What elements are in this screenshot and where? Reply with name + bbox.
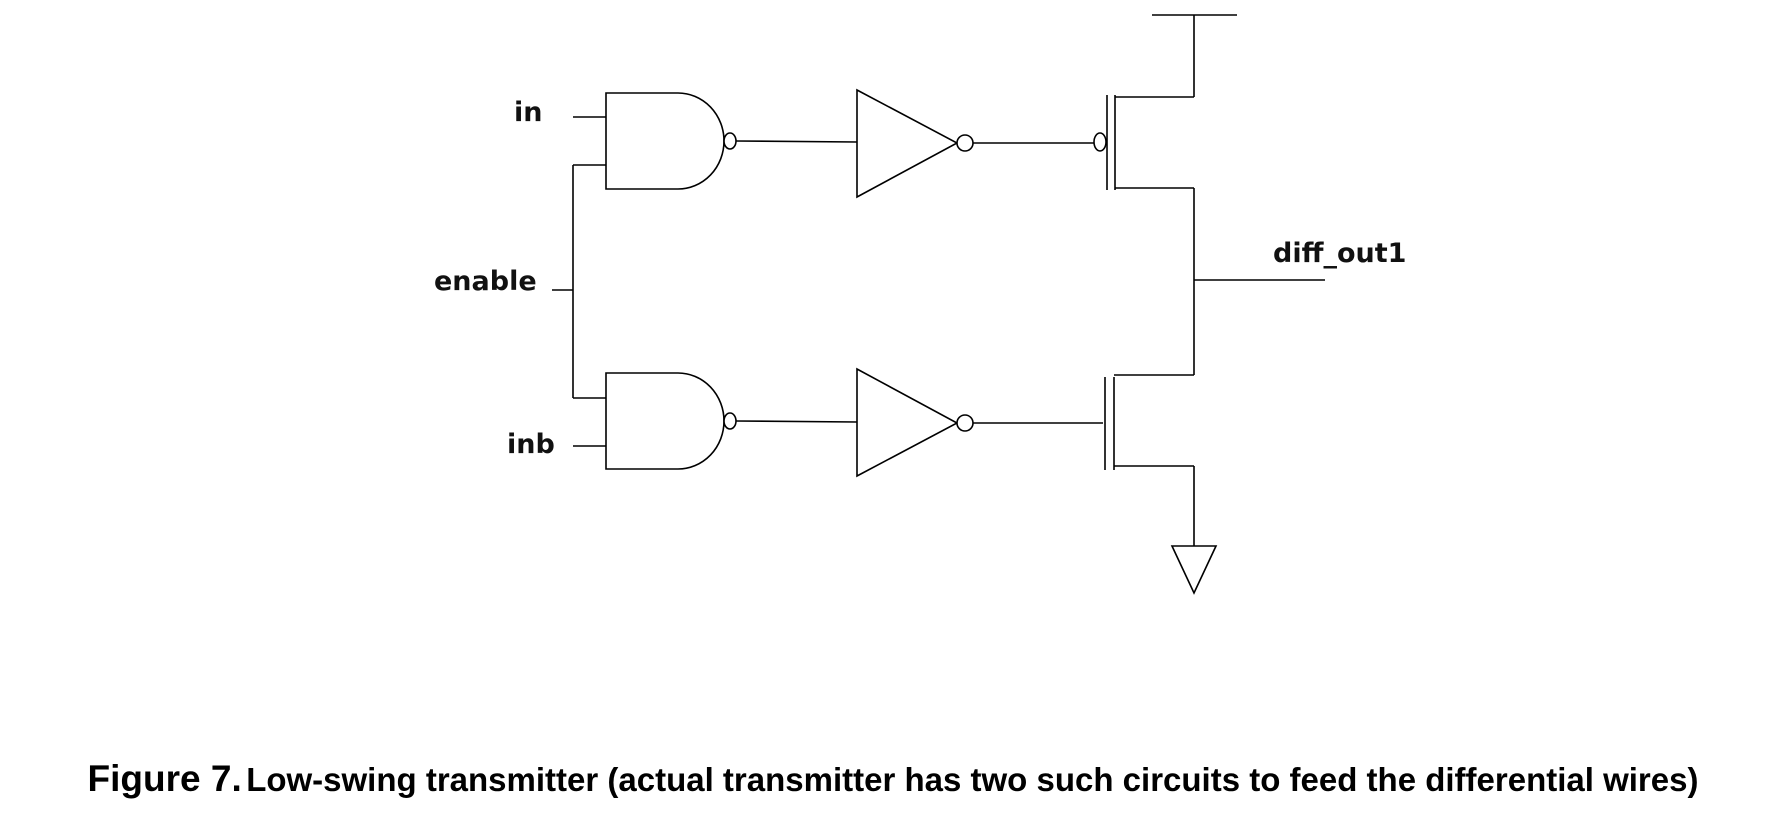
nmos-transistor bbox=[1104, 374, 1194, 470]
output-node-wiring bbox=[1193, 188, 1325, 375]
figure-caption-text: Low-swing transmitter (actual transmitte… bbox=[246, 761, 1699, 798]
wire-nand-bottom-to-inverter bbox=[735, 420, 858, 423]
pmos-transistor bbox=[1093, 95, 1194, 190]
label-enable: enable bbox=[434, 266, 537, 297]
input-wiring bbox=[552, 116, 606, 447]
vdd-rail bbox=[1152, 14, 1237, 97]
label-inb: inb bbox=[507, 429, 555, 460]
nand-gate-bottom bbox=[605, 372, 737, 470]
wire-nand-top-to-inverter bbox=[735, 140, 858, 143]
inverter-bottom bbox=[856, 367, 974, 478]
label-diff-out1: diff_out1 bbox=[1273, 238, 1406, 269]
ground-symbol bbox=[1170, 466, 1218, 595]
label-in: in bbox=[514, 97, 542, 128]
inverter-top bbox=[856, 88, 974, 199]
nand-gate-top bbox=[605, 92, 737, 190]
figure-caption: Figure 7. Low-swing transmitter (actual … bbox=[0, 758, 1786, 800]
figure-number: Figure 7. bbox=[87, 758, 242, 799]
